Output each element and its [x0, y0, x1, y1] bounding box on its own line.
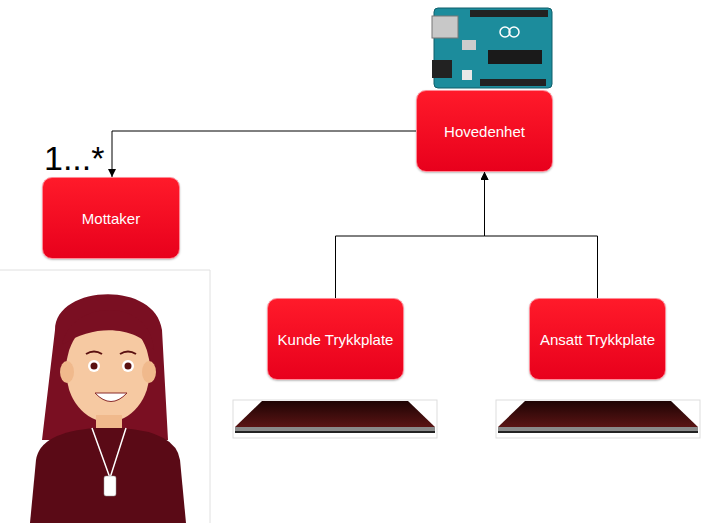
- pressure-plate: [233, 400, 437, 438]
- arduino-board: [432, 8, 552, 88]
- box-label: Ansatt Trykkplate: [540, 331, 655, 348]
- box-label: Hovedenhet: [444, 123, 525, 140]
- process-box: Mottaker: [42, 177, 180, 259]
- arrow-connector: [336, 172, 485, 298]
- arrow-connector: [112, 131, 416, 177]
- process-box: Kunde Trykkplate: [267, 298, 404, 380]
- arrow-connector: [485, 172, 598, 298]
- pressure-plate: [496, 400, 700, 438]
- user-illustration: [0, 270, 210, 523]
- box-label: Mottaker: [82, 210, 140, 227]
- process-box: Hovedenhet: [416, 90, 553, 172]
- process-box: Ansatt Trykkplate: [529, 298, 666, 380]
- multiplicity-label: 1...*: [44, 141, 104, 175]
- box-label: Kunde Trykkplate: [278, 331, 394, 348]
